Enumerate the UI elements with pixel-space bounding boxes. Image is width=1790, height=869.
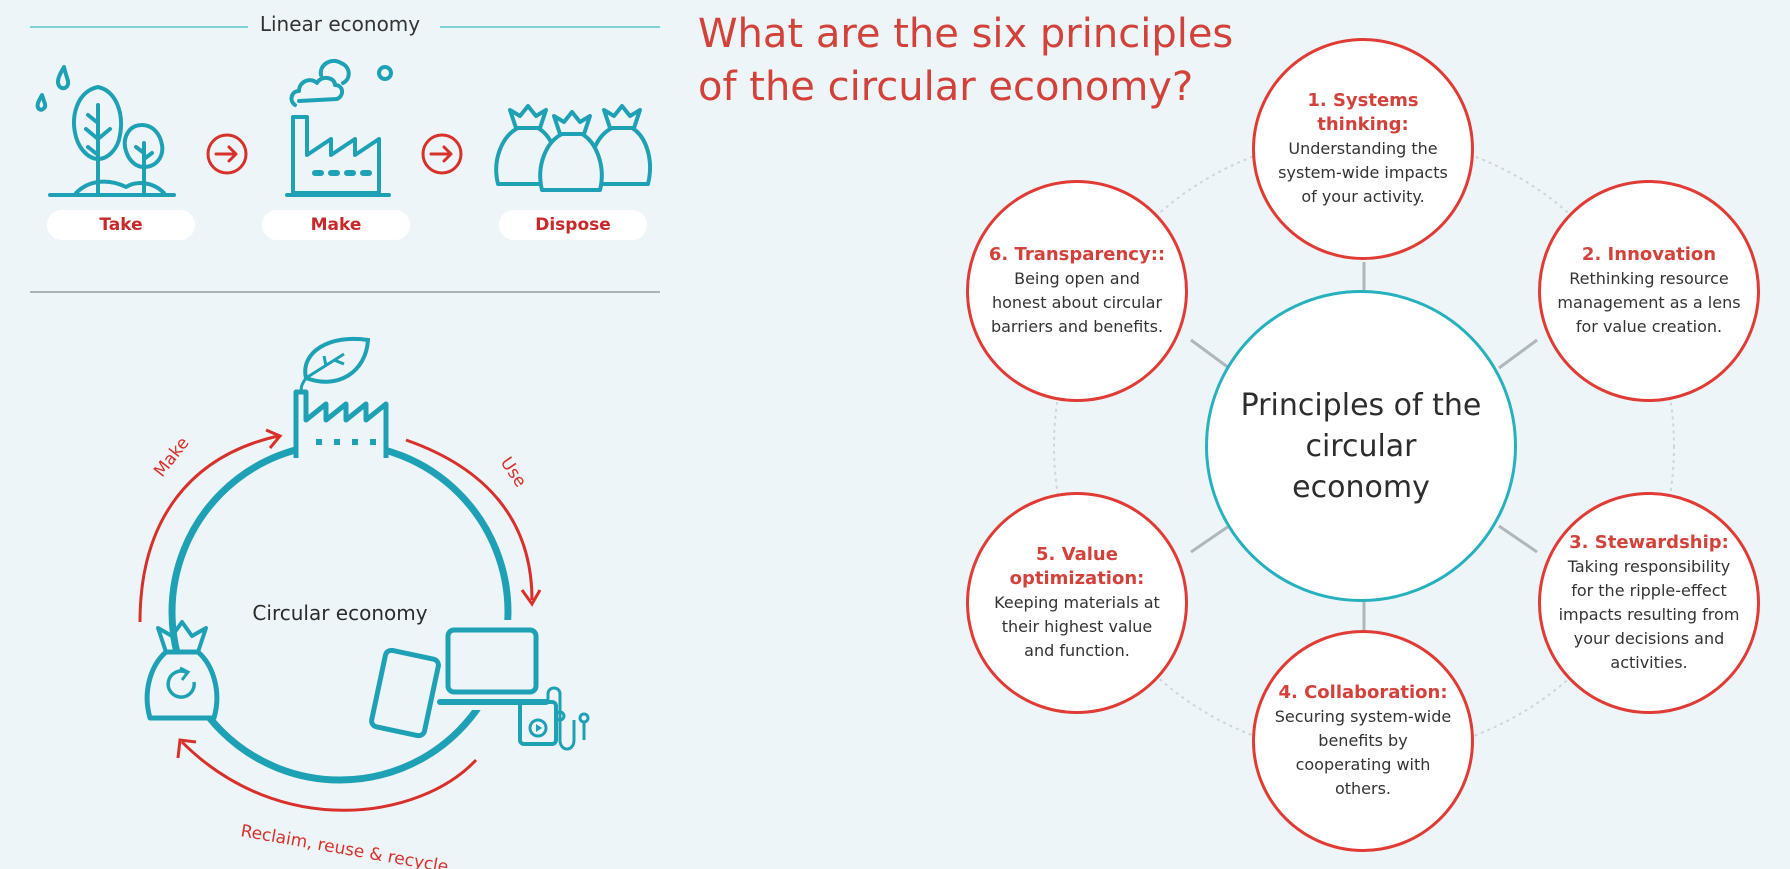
- make-arrow: [138, 434, 279, 623]
- arrow-right-icon: [206, 133, 248, 175]
- principle-innovation: 2. Innovation Rethinking resource manage…: [1538, 180, 1760, 402]
- principle-stewardship: 3. Stewardship: Taking responsibility fo…: [1538, 492, 1760, 714]
- principle-title: 4. Collaboration:: [1278, 682, 1448, 703]
- principle-systems-thinking: 1. Systems thinking: Understanding the s…: [1252, 38, 1474, 260]
- factory-icon: [285, 58, 393, 197]
- step-make: Make: [262, 210, 410, 240]
- linear-economy-title: Linear economy: [259, 12, 421, 36]
- principle-value-optimization: 5. Value optimization: Keeping materials…: [966, 492, 1188, 714]
- principles-connectors: [1053, 135, 1675, 757]
- step-dispose: Dispose: [499, 210, 647, 240]
- garbage-bags-icon: [494, 104, 652, 192]
- center-line-2: circular economy: [1292, 428, 1430, 505]
- use-arrowhead: [520, 589, 542, 607]
- principle-title: 3. Stewardship:: [1569, 532, 1729, 553]
- principle-desc: Taking responsibility for the ripple-eff…: [1558, 557, 1740, 672]
- principles-center-circle: Principles of the circular economy: [1205, 290, 1517, 602]
- principle-desc: Understanding the system-wide impacts of…: [1278, 139, 1448, 206]
- green-factory-icon: [293, 336, 389, 462]
- devices-icon: [369, 620, 590, 751]
- circular-economy-label: Circular economy: [252, 601, 427, 625]
- principle-desc: Being open and honest about circular bar…: [990, 269, 1164, 336]
- principle-transparency: 6. Transparency:: Being open and honest …: [966, 180, 1188, 402]
- principle-desc: Keeping materials at their highest value…: [994, 593, 1160, 660]
- step-take: Take: [47, 210, 195, 240]
- principles-heading: What are the six principles of the circu…: [698, 8, 1258, 114]
- use-arrow-label: Use: [496, 454, 530, 492]
- make-arrowhead: [265, 428, 283, 449]
- principle-title: 1. Systems thinking:: [1307, 90, 1419, 135]
- principle-collaboration: 4. Collaboration: Securing system-wide b…: [1252, 630, 1474, 852]
- heading-line-2: of the circular economy?: [698, 64, 1194, 110]
- use-arrow: [405, 438, 534, 601]
- arrow-right-icon: [421, 133, 463, 175]
- make-arrow-label: Make: [150, 433, 193, 481]
- reclaim-arrow-label: Reclaim, reuse & recycle: [239, 821, 450, 869]
- recycle-bag-icon: [144, 620, 220, 721]
- heading-line-1: What are the six principles: [698, 11, 1234, 57]
- principle-title: 5. Value optimization:: [1009, 544, 1145, 589]
- circular-diagram: Make Use Reclaim, reuse & recycle Circul…: [138, 336, 590, 869]
- reclaim-arrowhead: [176, 738, 197, 759]
- reclaim-arrow: [180, 740, 478, 812]
- center-line-1: Principles of the: [1240, 387, 1482, 423]
- principle-desc: Rethinking resource management as a lens…: [1557, 269, 1741, 336]
- linear-lines: [30, 26, 660, 293]
- principle-title: 2. Innovation: [1581, 244, 1717, 265]
- principle-desc: Securing system-wide benefits by coopera…: [1274, 707, 1452, 798]
- principle-title: 6. Transparency::: [988, 244, 1166, 265]
- trees-icon: [35, 65, 176, 197]
